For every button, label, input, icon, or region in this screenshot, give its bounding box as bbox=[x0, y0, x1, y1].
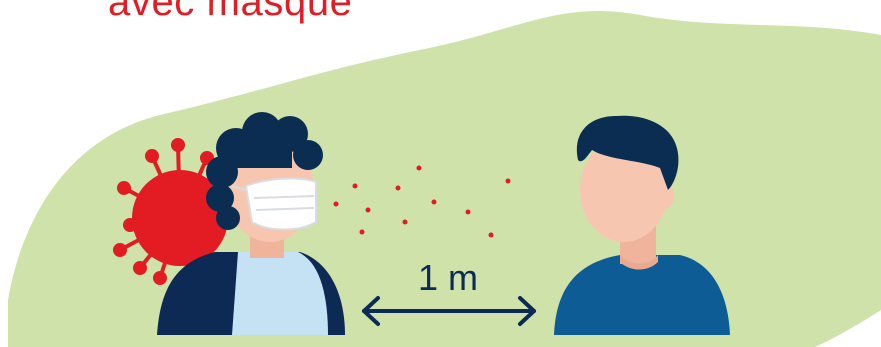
distance-label: 1 m bbox=[413, 260, 483, 296]
